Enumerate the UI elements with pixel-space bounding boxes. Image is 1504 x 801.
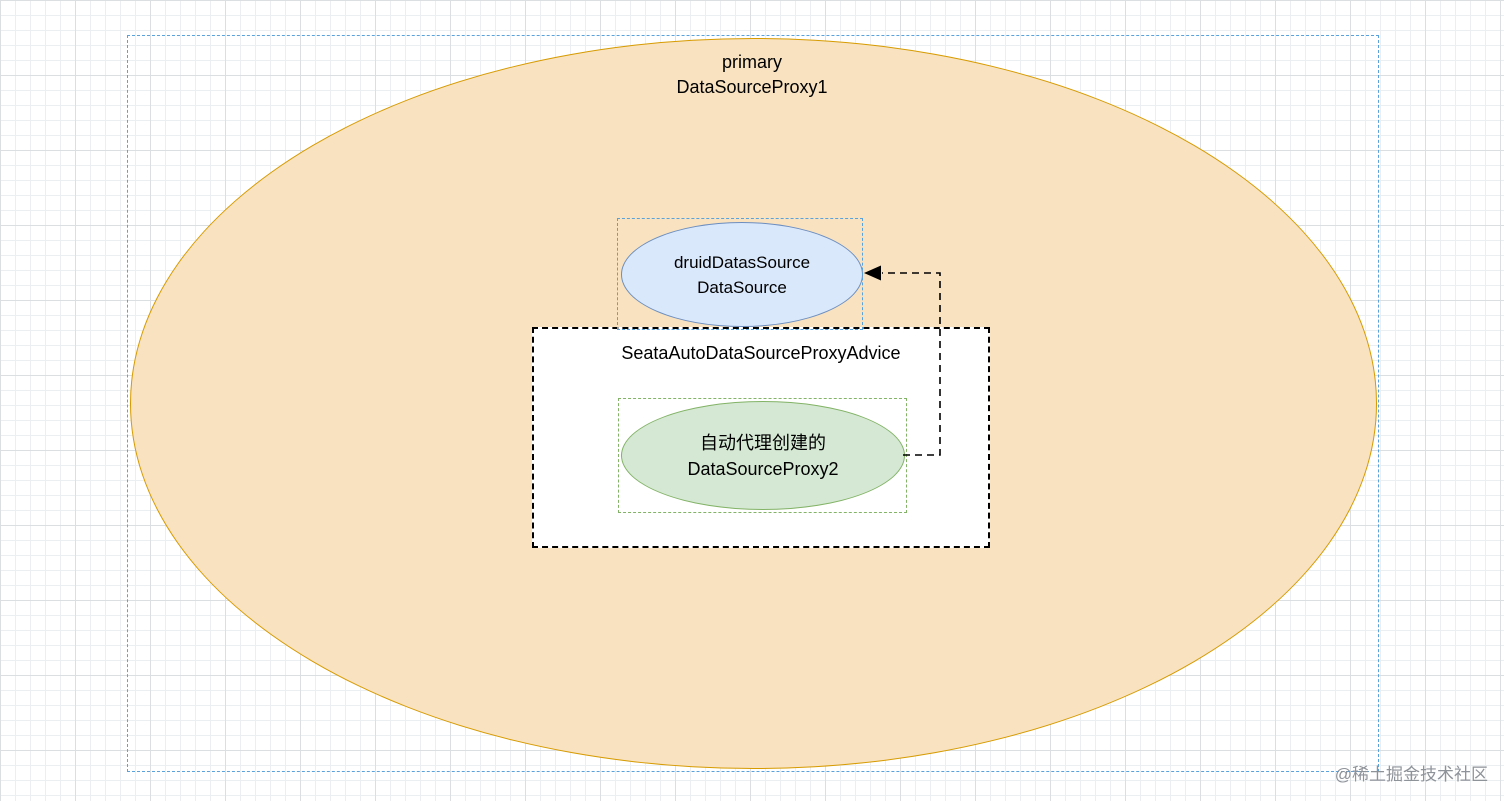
advice-box-label: SeataAutoDataSourceProxyAdvice [621,343,901,363]
druid-label-line2: DataSource [697,277,787,297]
node-druid-datasource[interactable]: druidDatasSource DataSource [621,222,863,327]
primary-label-line2: DataSourceProxy1 [676,77,828,97]
primary-node-label: primary DataSourceProxy1 [552,50,952,100]
primary-label-line1: primary [721,52,782,72]
proxy-label-line2: DataSourceProxy2 [687,458,839,479]
druid-label-line1: druidDatasSource [673,252,811,272]
watermark-text: @稀土掘金技术社区 [1334,765,1488,784]
proxy-label-line1: 自动代理创建的 [700,432,826,453]
node-auto-proxy-datasourceproxy2[interactable]: 自动代理创建的 DataSourceProxy2 [621,401,905,510]
